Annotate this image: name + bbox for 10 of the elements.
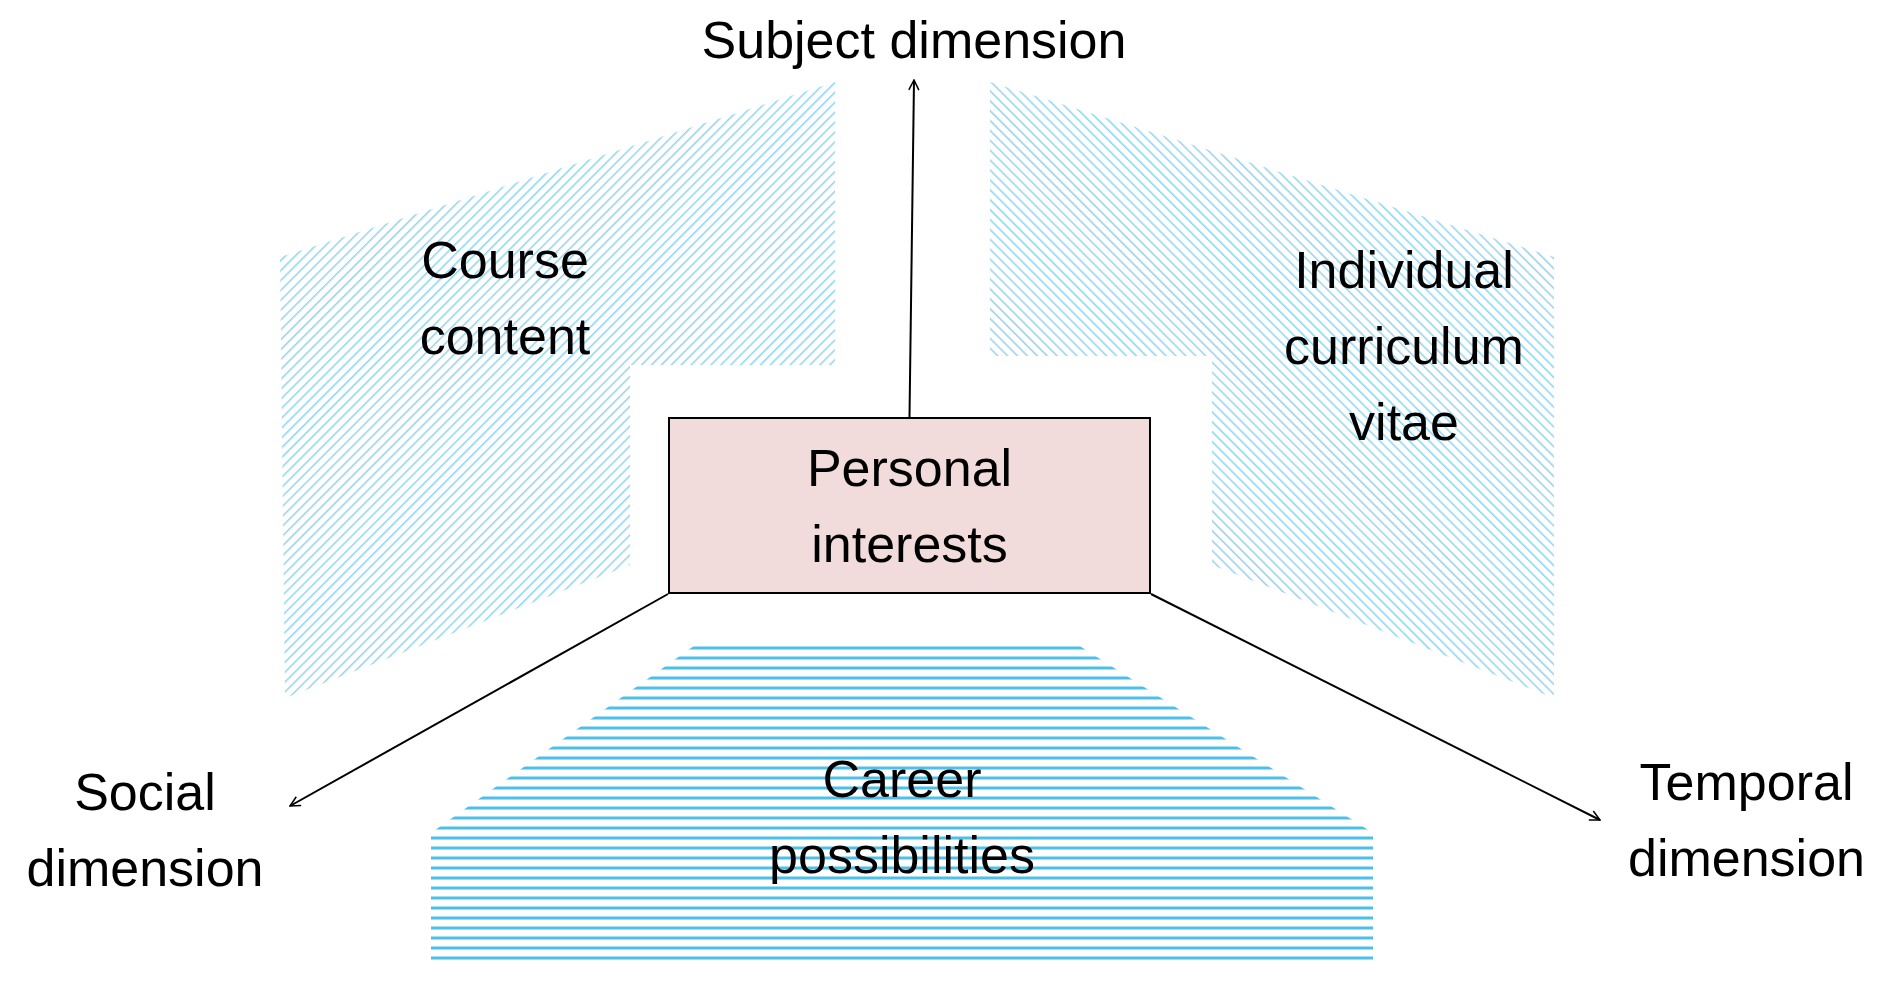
arrow bbox=[289, 593, 669, 807]
axis-label: Subject dimension bbox=[629, 0, 1199, 80]
arrow bbox=[908, 79, 920, 418]
process-box: Personal interests bbox=[668, 417, 1151, 594]
axis-label: Temporal dimension bbox=[1600, 745, 1893, 895]
axis-label: Social dimension bbox=[0, 755, 290, 905]
arrow bbox=[1150, 593, 1601, 821]
hatched-panel bbox=[431, 643, 1373, 960]
node-label: Course content bbox=[418, 230, 592, 367]
node-label: Individual curriculum vitae bbox=[1283, 240, 1525, 453]
